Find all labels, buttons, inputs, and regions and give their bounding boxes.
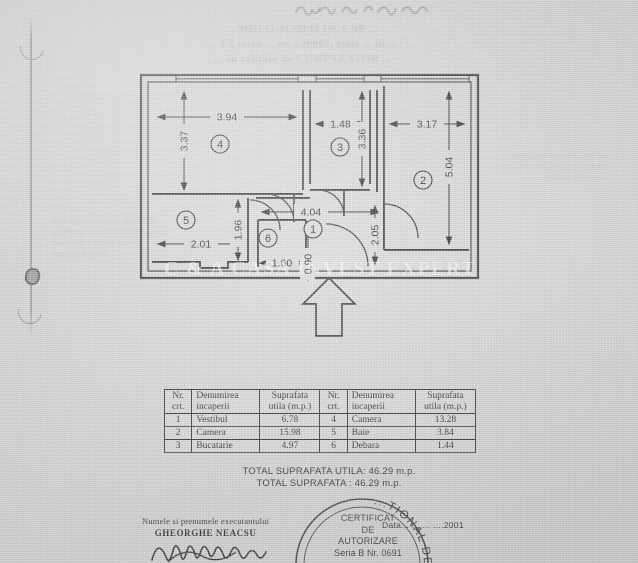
cell-nr: 3	[163, 439, 193, 453]
cell-area: 6.78	[259, 413, 321, 427]
dim-room1-height: 2.05	[367, 204, 382, 266]
svg-text:3.17: 3.17	[417, 119, 438, 131]
room-badge-3: 3	[330, 137, 350, 157]
cell-nr: 5	[319, 426, 348, 440]
bleed-header-line-2: ... CI seria ... nr. 220987, emis ... in…	[208, 38, 398, 50]
room-badge-6: 6	[258, 228, 278, 248]
cell-nr: 1	[163, 413, 193, 427]
dim-room2-width: 3.17	[388, 116, 466, 131]
bleed-header-line-1: ...MIHAI-MADALIN, CNP ...	[228, 23, 378, 35]
floor-plan-drawing: 3.94 3.37 1.48	[138, 72, 481, 284]
table-row: 3 Bucatarie 4.97 6 Debara 1.44	[163, 439, 477, 453]
cell-area: 4.97	[259, 439, 321, 453]
executant-name: GHEORGHE NEACSU	[154, 528, 257, 538]
svg-text:2.01: 2.01	[191, 239, 212, 251]
cell-nr: 2	[163, 426, 193, 440]
stamp-date: Data... ... ... ....2001	[382, 520, 464, 530]
svg-text:4.04: 4.04	[301, 207, 322, 219]
dim-room2-height: 5.04	[441, 90, 456, 246]
cell-name: Camera	[191, 426, 261, 440]
cell-nr: 4	[319, 413, 348, 427]
total-useful-area: TOTAL SUPRAFATA UTILA: 46.29 m.p.	[242, 466, 416, 477]
staple-mark	[23, 266, 42, 287]
svg-text:3: 3	[337, 142, 343, 154]
area-totals: TOTAL SUPRAFATA UTILA: 46.29 m.p. TOTAL …	[164, 466, 494, 490]
svg-text:3.36: 3.36	[357, 129, 369, 150]
room-badge-4: 4	[210, 134, 230, 154]
svg-text:3.94: 3.94	[217, 112, 238, 124]
svg-text:2.05: 2.05	[370, 225, 382, 246]
stamp-line-3: AUTORIZARE	[338, 536, 398, 546]
executant-block: Numele si prenumele executantului GHEORG…	[142, 515, 269, 539]
bleed-header-line-3: ... in calitate de CUMPARATOR ...	[214, 53, 392, 65]
cell-area: 13.28	[414, 413, 477, 427]
dim-room5-height: 1.96	[230, 198, 245, 262]
entrance-arrow	[300, 276, 358, 343]
cell-name: Camera	[346, 413, 416, 427]
paper-fold-line	[30, 16, 32, 336]
cell-name: Vestibul	[191, 413, 261, 427]
executant-label: Numele si prenumele executantului	[142, 516, 270, 526]
stamp-line-1: CERTIFICAT	[340, 513, 396, 523]
dim-room4-width: 3.94	[156, 109, 298, 124]
total-area: TOTAL SUPRAFATA : 46.29 m.p.	[256, 478, 402, 489]
svg-text:2: 2	[420, 175, 426, 187]
entrance-arrow-icon	[300, 276, 358, 337]
dim-room3-height: 3.36	[354, 90, 369, 188]
header-nr-right: Nr.crt.	[319, 389, 348, 414]
table-row: 1 Vestibul 6.78 4 Camera 13.28	[163, 413, 477, 427]
stamp-line-2: DE	[361, 524, 375, 535]
svg-text:1.60: 1.60	[272, 258, 293, 270]
bleed-through-header: ...MIHAI-MADALIN, CNP ... ... CI seria .…	[128, 22, 478, 67]
svg-text:5.04: 5.04	[444, 157, 456, 178]
punch-hole-mark-bottom	[13, 295, 47, 329]
svg-text:5: 5	[183, 215, 189, 227]
svg-text:6: 6	[265, 233, 271, 245]
signature-icon	[151, 545, 267, 563]
scribble-icon	[295, 5, 428, 16]
interior-walls	[152, 86, 469, 269]
cell-area: 15.98	[259, 426, 321, 440]
room-badge-1: 1	[303, 219, 323, 239]
header-nr-left: Nr.crt.	[163, 389, 193, 414]
dim-room4-height: 3.37	[176, 90, 191, 192]
bleed-through-body-right: asupra apartamentului mai sus descris im…	[494, 151, 608, 182]
svg-text:1.96: 1.96	[233, 220, 245, 241]
room-number-badges: 4 3 2 5 1	[176, 134, 433, 248]
svg-text:1: 1	[310, 224, 316, 236]
dim-room6-width: 1.60	[258, 255, 306, 270]
dim-room1-width: 4.04	[260, 204, 380, 219]
svg-text:3.37: 3.37	[179, 131, 191, 152]
svg-text:0.90: 0.90	[303, 254, 315, 275]
room-badge-2: 2	[413, 170, 433, 190]
stamp-center-text: CERTIFICAT DE AUTORIZARE Seria B Nr. 069…	[322, 513, 414, 559]
window-top-middle	[315, 75, 365, 83]
table-row: 2 Camera 15.98 5 Baie 3.84	[163, 426, 477, 440]
room-badge-5: 5	[176, 210, 196, 230]
window-top-right	[380, 75, 470, 83]
cell-name: Debara	[346, 439, 416, 453]
cell-nr: 6	[319, 439, 348, 453]
signature-mark	[150, 534, 280, 563]
svg-text:4: 4	[217, 139, 223, 151]
cell-name: Baie	[346, 426, 416, 440]
stamp-serial-number: Seria B Nr. 0691	[334, 547, 402, 558]
cell-area: 1.44	[414, 439, 477, 453]
handwritten-annotation-top	[292, 2, 442, 16]
svg-text:1.48: 1.48	[330, 119, 351, 131]
door-swings	[249, 189, 419, 267]
cell-name: Bucatarie	[191, 439, 261, 453]
cell-area: 3.84	[414, 426, 477, 440]
window-top-left	[175, 75, 299, 83]
punch-hole-mark-top	[15, 31, 49, 65]
